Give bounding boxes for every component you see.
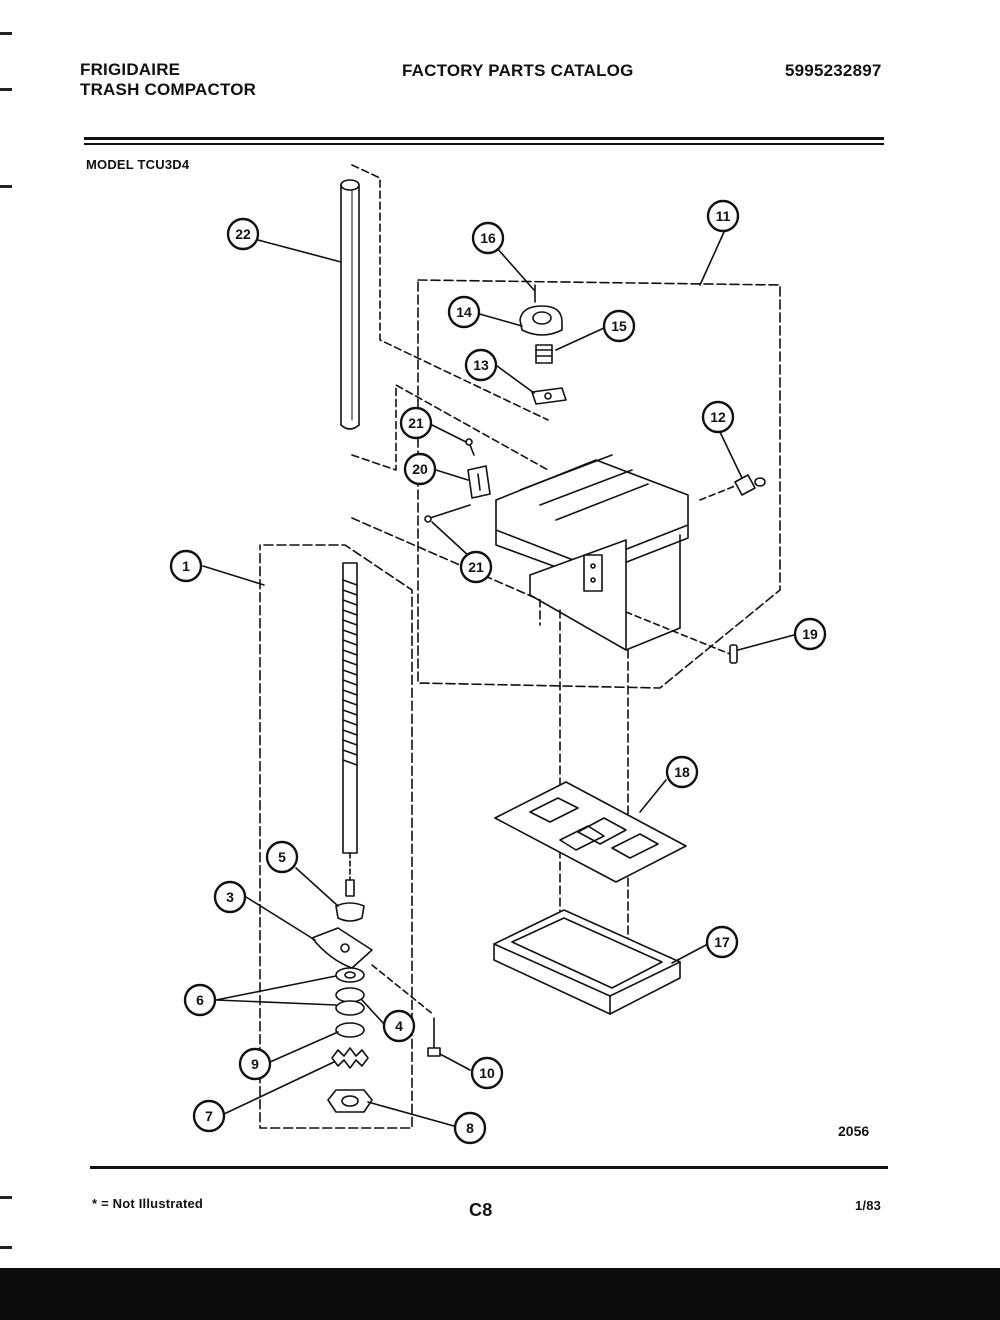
model-label: MODEL TCU3D4: [86, 157, 190, 172]
callout-15: 15: [602, 309, 636, 343]
catalog-number: 5995232897: [785, 61, 882, 80]
callout-7: 7: [192, 1099, 226, 1133]
scan-edge-mark: [0, 1196, 12, 1199]
guide-tube-part: [340, 179, 360, 430]
callout-16: 16: [471, 221, 505, 255]
callout-9: 9: [238, 1047, 272, 1081]
callout-17: 17: [705, 925, 739, 959]
callout-21-lower: 21: [459, 550, 493, 584]
scan-edge-band: [0, 1268, 1000, 1320]
svg-text:6: 6: [196, 992, 204, 1008]
footer-rule: [90, 1166, 888, 1169]
svg-text:10: 10: [479, 1065, 495, 1081]
switch-assembly-part: [519, 284, 567, 405]
product-type: TRASH COMPACTOR: [80, 80, 257, 99]
part-callouts: 1 3 4 5 6 7 8 9 10 11 12 13 14 15 16 17 …: [169, 199, 827, 1145]
header-rule-top: [84, 137, 884, 140]
callout-14: 14: [447, 295, 481, 329]
actuator-part: [424, 438, 491, 523]
scan-edge-mark: [0, 1246, 12, 1249]
callout-13: 13: [464, 348, 498, 382]
catalog-title: FACTORY PARTS CATALOG: [402, 61, 634, 80]
bushing-part: [699, 474, 766, 501]
svg-text:22: 22: [235, 226, 251, 242]
svg-text:1: 1: [182, 558, 190, 574]
clip-part: [625, 611, 738, 664]
callout-20: 20: [403, 452, 437, 486]
svg-text:18: 18: [674, 764, 690, 780]
svg-text:7: 7: [205, 1108, 213, 1124]
drive-stack-part: [311, 902, 373, 1113]
svg-text:14: 14: [456, 304, 472, 320]
catalog-date: 1/83: [855, 1198, 882, 1213]
base-tray-part: [493, 909, 681, 1015]
svg-text:19: 19: [802, 626, 818, 642]
svg-text:21: 21: [408, 415, 424, 431]
page-code: C8: [469, 1200, 493, 1220]
callout-1: 1: [169, 549, 203, 583]
svg-text:11: 11: [716, 208, 731, 224]
scan-edge-mark: [0, 88, 12, 91]
brand-name: FRIGIDAIRE: [80, 60, 181, 79]
header-rule-bottom: [84, 143, 884, 145]
svg-text:17: 17: [714, 934, 730, 950]
svg-text:8: 8: [466, 1120, 474, 1136]
callout-10: 10: [470, 1056, 504, 1090]
gasket-plate-part: [494, 781, 687, 883]
svg-text:3: 3: [226, 889, 234, 905]
callout-22: 22: [226, 217, 260, 251]
svg-text:16: 16: [480, 230, 496, 246]
svg-text:13: 13: [473, 357, 489, 373]
callout-4: 4: [382, 1009, 416, 1043]
scan-edge-mark: [0, 32, 12, 35]
scan-edge-mark: [0, 185, 12, 188]
figure-number: 2056: [838, 1123, 869, 1139]
svg-text:20: 20: [412, 461, 428, 477]
svg-text:4: 4: [395, 1018, 403, 1034]
callout-5: 5: [265, 840, 299, 874]
callout-8: 8: [453, 1111, 487, 1145]
svg-text:5: 5: [278, 849, 286, 865]
callout-19: 19: [793, 617, 827, 651]
not-illustrated-note: * = Not Illustrated: [92, 1196, 204, 1211]
svg-text:9: 9: [251, 1056, 259, 1072]
callout-21-upper: 21: [399, 406, 433, 440]
callout-12: 12: [701, 400, 735, 434]
callout-6: 6: [183, 983, 217, 1017]
callout-18: 18: [665, 755, 699, 789]
callout-11: 11: [706, 199, 740, 233]
screw-part: [371, 964, 441, 1057]
svg-text:12: 12: [710, 409, 726, 425]
chassis-bracket-part: [495, 454, 689, 651]
svg-text:15: 15: [611, 318, 627, 334]
svg-text:21: 21: [468, 559, 484, 575]
power-screw-part: [342, 562, 358, 897]
callout-3: 3: [213, 880, 247, 914]
